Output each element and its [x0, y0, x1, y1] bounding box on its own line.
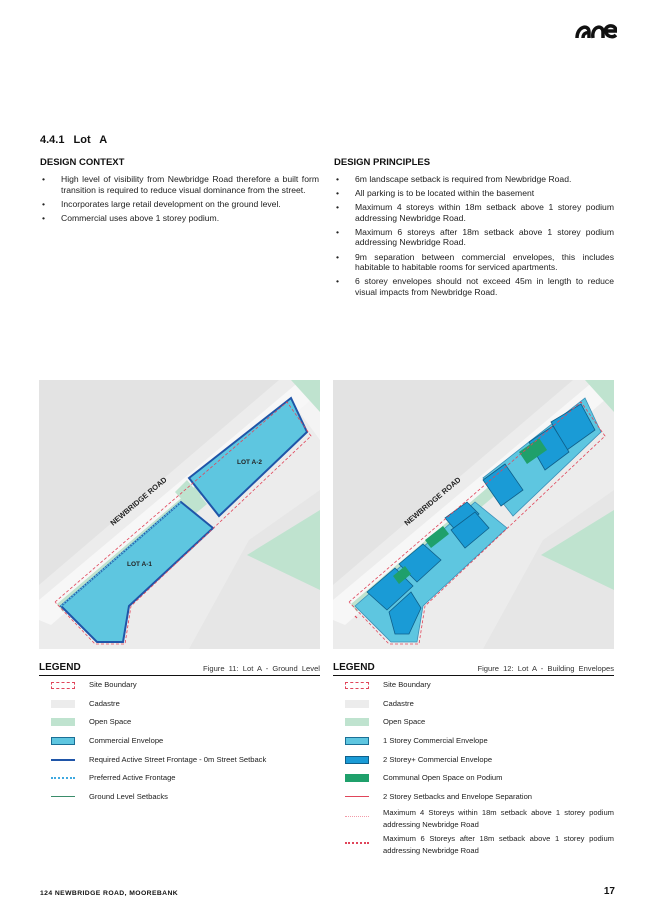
figure-11-map: NEWBRIDGE ROAD LOT A-1 LOT A-2 [39, 380, 320, 649]
communal-open-space [393, 438, 547, 584]
legend-item: 2 Storey+ Commercial Envelope [333, 750, 614, 769]
legend-item: Site Boundary [333, 676, 614, 695]
lot-a1-label: LOT A-1 [127, 561, 152, 568]
lot-a2-label: LOT A-2 [237, 459, 262, 466]
lot-a2-envelope [187, 396, 309, 518]
list-item: 9m separation between commercial envelop… [334, 252, 614, 273]
footer-address: 124 NEWBRIDGE ROAD, MOOREBANK [40, 890, 179, 897]
legend-item: Cadastre [39, 695, 320, 714]
list-item: 6m landscape setback is required from Ne… [334, 174, 614, 185]
list-item: Maximum 4 storeys within 18m setback abo… [334, 202, 614, 223]
figure-12-legend: LEGEND Figure 12: Lot A - Building Envel… [333, 662, 614, 858]
legend-item: 2 Storey Setbacks and Envelope Separatio… [333, 788, 614, 807]
figure-12-caption: Figure 12: Lot A - Building Envelopes [477, 664, 614, 673]
tower-envelopes [366, 403, 596, 635]
legend-item: Site Boundary [39, 676, 320, 695]
legend-item: Required Active Street Frontage - 0m Str… [39, 750, 320, 769]
legend-item: Maximum 6 Storeys after 18m setback abov… [333, 832, 614, 858]
list-item: All parking is to be located within the … [334, 188, 614, 199]
legend-item: 1 Storey Commercial Envelope [333, 732, 614, 751]
lot-a1-envelope [59, 500, 215, 643]
section-title: 4.4.1 Lot A [40, 134, 108, 146]
legend-item: Preferred Active Frontage [39, 769, 320, 788]
figure-11-legend: LEGEND Figure 11: Lot A - Ground Level S… [39, 662, 320, 806]
legend-item: Open Space [333, 713, 614, 732]
legend-title: LEGEND [39, 662, 81, 673]
open-space [291, 380, 320, 412]
design-context-heading: DESIGN CONTEXT [40, 157, 125, 168]
figure-12-map: NEWBRIDGE ROAD [333, 380, 614, 649]
list-item: Maximum 6 storeys after 18m setback abov… [334, 227, 614, 248]
list-item: 6 storey envelopes should not exceed 45m… [334, 276, 614, 297]
list-item: Commercial uses above 1 storey podium. [40, 213, 319, 224]
brand-logo [575, 24, 617, 39]
design-principles-heading: DESIGN PRINCIPLES [334, 157, 431, 168]
open-space [247, 510, 320, 590]
list-item: High level of visibility from Newbridge … [40, 174, 319, 195]
legend-title: LEGEND [333, 662, 375, 673]
design-principles-list: 6m landscape setback is required from Ne… [334, 174, 614, 301]
legend-item: Communal Open Space on Podium [333, 769, 614, 788]
list-item: Incorporates large retail development on… [40, 199, 319, 210]
legend-item: Commercial Envelope [39, 732, 320, 751]
site-boundary [54, 401, 312, 645]
figure-11-caption: Figure 11: Lot A - Ground Level [203, 664, 320, 673]
legend-item: Cadastre [333, 695, 614, 714]
legend-item: Maximum 4 Storeys within 18m setback abo… [333, 806, 614, 832]
legend-item: Ground Level Setbacks [39, 788, 320, 807]
legend-item: Open Space [39, 713, 320, 732]
page-number: 17 [603, 886, 615, 897]
design-context-list: High level of visibility from Newbridge … [40, 174, 319, 227]
